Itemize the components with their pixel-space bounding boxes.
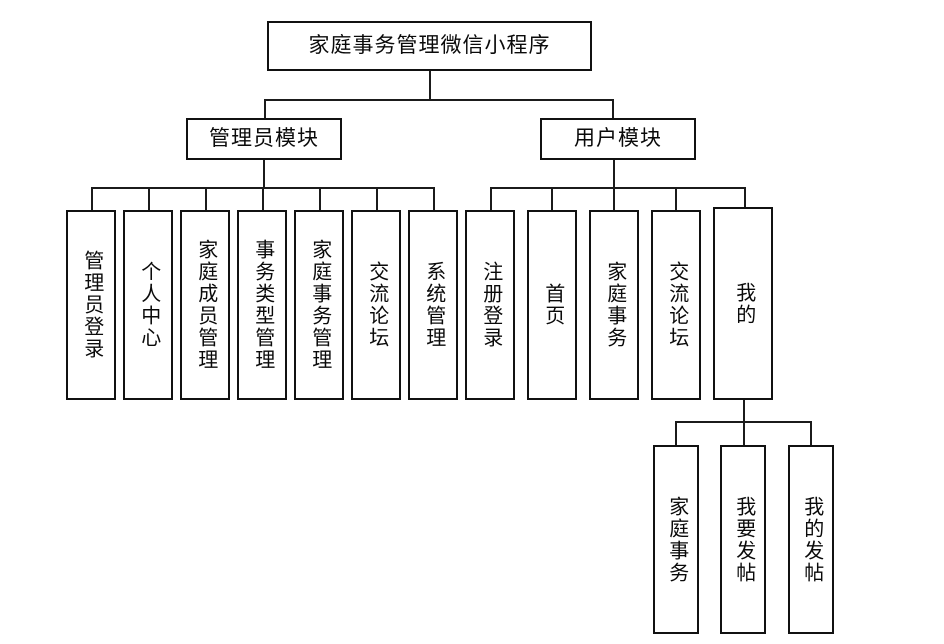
- connector-to-admin-module: [264, 99, 266, 118]
- leaf-node-home-label: 首页: [541, 283, 564, 327]
- leaf-node-mine-label: 我的: [732, 281, 755, 326]
- connector-admin-drop-6: [376, 187, 378, 210]
- connector-user-stem: [613, 160, 615, 188]
- connector-admin-stem: [263, 160, 265, 188]
- leaf-node-mine-my-posts-label: 我的发帖: [800, 495, 823, 584]
- module-node-admin[interactable]: 管理员模块: [186, 118, 342, 160]
- connector-user-drop-2: [551, 187, 553, 210]
- leaf-node-admin-forum-label: 交流论坛: [365, 261, 388, 349]
- leaf-node-mine-create-post[interactable]: 我要发帖: [720, 445, 766, 634]
- leaf-node-system-management-label: 系统管理: [422, 261, 445, 349]
- connector-admin-drop-2: [148, 187, 150, 210]
- leaf-node-family-affair-management[interactable]: 家庭事务管理: [294, 210, 344, 400]
- module-node-admin-label: 管理员模块: [209, 126, 319, 151]
- connector-admin-drop-1: [91, 187, 93, 210]
- connector-mine-stem: [743, 400, 745, 422]
- module-node-user[interactable]: 用户模块: [540, 118, 696, 160]
- connector-user-drop-5: [744, 187, 746, 210]
- leaf-node-admin-login[interactable]: 管理员登录: [66, 210, 116, 400]
- root-node-label: 家庭事务管理微信小程序: [308, 33, 551, 58]
- connector-admin-drop-4: [262, 187, 264, 210]
- leaf-node-system-management[interactable]: 系统管理: [408, 210, 458, 400]
- connector-user-drop-4: [675, 187, 677, 210]
- connector-root-stem: [429, 71, 431, 100]
- leaf-node-personal-center[interactable]: 个人中心: [123, 210, 173, 400]
- connector-mine-drop-2: [743, 421, 745, 445]
- connector-admin-drop-5: [319, 187, 321, 210]
- leaf-node-mine[interactable]: 我的: [713, 207, 773, 400]
- leaf-node-personal-center-label: 个人中心: [137, 261, 160, 349]
- connector-mine-drop-3: [810, 421, 812, 445]
- connector-user-drop-1: [490, 187, 492, 210]
- connector-to-user-module: [612, 99, 614, 118]
- leaf-node-affair-type-management-label: 事务类型管理: [251, 239, 274, 371]
- leaf-node-affair-type-management[interactable]: 事务类型管理: [237, 210, 287, 400]
- leaf-node-family-affair-management-label: 家庭事务管理: [308, 239, 331, 371]
- connector-admin-drop-7: [433, 187, 435, 210]
- connector-user-drop-3: [613, 187, 615, 210]
- leaf-node-family-affairs[interactable]: 家庭事务: [589, 210, 639, 400]
- leaf-node-mine-family-affairs[interactable]: 家庭事务: [653, 445, 699, 634]
- leaf-node-register-login-label: 注册登录: [479, 261, 502, 349]
- root-node-family-affairs-miniprogram[interactable]: 家庭事务管理微信小程序: [267, 21, 592, 71]
- leaf-node-mine-family-affairs-label: 家庭事务: [665, 495, 688, 584]
- leaf-node-admin-login-label: 管理员登录: [80, 250, 103, 360]
- leaf-node-mine-create-post-label: 我要发帖: [732, 495, 755, 584]
- connector-module-bus: [264, 99, 614, 101]
- leaf-node-user-forum[interactable]: 交流论坛: [651, 210, 701, 400]
- leaf-node-user-forum-label: 交流论坛: [665, 261, 688, 349]
- module-node-user-label: 用户模块: [574, 126, 662, 151]
- leaf-node-family-member-management-label: 家庭成员管理: [194, 239, 217, 371]
- leaf-node-family-affairs-label: 家庭事务: [603, 261, 626, 349]
- connector-admin-drop-3: [205, 187, 207, 210]
- leaf-node-mine-my-posts[interactable]: 我的发帖: [788, 445, 834, 634]
- leaf-node-register-login[interactable]: 注册登录: [465, 210, 515, 400]
- connector-mine-drop-1: [675, 421, 677, 445]
- connector-user-leaf-bus: [490, 187, 745, 189]
- leaf-node-admin-forum[interactable]: 交流论坛: [351, 210, 401, 400]
- leaf-node-home[interactable]: 首页: [527, 210, 577, 400]
- leaf-node-family-member-management[interactable]: 家庭成员管理: [180, 210, 230, 400]
